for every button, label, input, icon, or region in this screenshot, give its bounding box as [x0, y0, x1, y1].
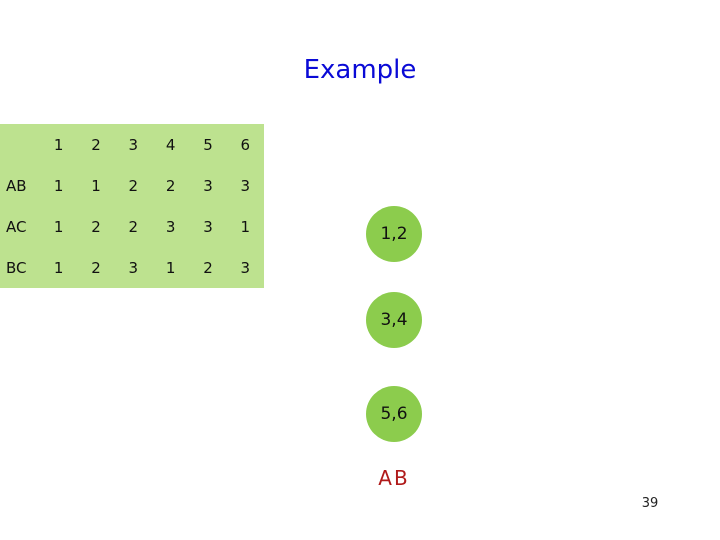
table-cell: 2	[91, 258, 101, 277]
column-header: 3	[128, 135, 139, 154]
column-header-corner	[0, 124, 40, 165]
table-cell: 2	[91, 217, 101, 236]
column-header: 2	[91, 135, 101, 154]
table-cell: 3	[203, 217, 213, 236]
data-table-container: 1 2 3 4 5 6 AB 1 1 2 2 3 3 AC 1 2	[0, 124, 264, 288]
row-label: BC	[6, 258, 27, 277]
row-label: AC	[6, 217, 27, 236]
table-cell: 2	[203, 258, 213, 277]
table-cell: 1	[91, 176, 101, 195]
column-header: 4	[165, 135, 176, 154]
table-cell: 3	[128, 258, 139, 277]
table-row: BC 1 2 3 1 2 3	[0, 247, 264, 288]
table-cell: 2	[128, 217, 139, 236]
node-label: 5,6	[380, 404, 408, 424]
table-row: AB 1 1 2 2 3 3	[0, 165, 264, 206]
node-circle: 5,6	[366, 386, 422, 442]
table-cell: 1	[53, 258, 64, 277]
table-cell: 3	[240, 258, 251, 277]
table-cell: 1	[240, 217, 251, 236]
bottom-label: AB	[378, 466, 410, 490]
table-cell: 2	[128, 176, 139, 195]
node-label: 3,4	[380, 310, 408, 330]
table-cell: 1	[53, 217, 64, 236]
table-cell: 1	[165, 258, 176, 277]
table-cell: 3	[203, 176, 213, 195]
slide-title: Example	[303, 55, 417, 85]
column-header: 1	[53, 135, 64, 154]
column-header: 5	[203, 135, 213, 154]
row-label: AB	[6, 176, 27, 195]
table-cell: 3	[165, 217, 176, 236]
node-label: 1,2	[380, 224, 408, 244]
node-circle: 1,2	[366, 206, 422, 262]
table-cell: 3	[240, 176, 251, 195]
data-table: 1 2 3 4 5 6 AB 1 1 2 2 3 3 AC 1 2	[0, 124, 264, 288]
page-number: 39	[641, 496, 659, 511]
table-header-row: 1 2 3 4 5 6	[0, 124, 264, 165]
table-row: AC 1 2 2 3 3 1	[0, 206, 264, 247]
table-cell: 1	[53, 176, 64, 195]
column-header: 6	[240, 135, 251, 154]
node-circle: 3,4	[366, 292, 422, 348]
table-cell: 2	[165, 176, 176, 195]
